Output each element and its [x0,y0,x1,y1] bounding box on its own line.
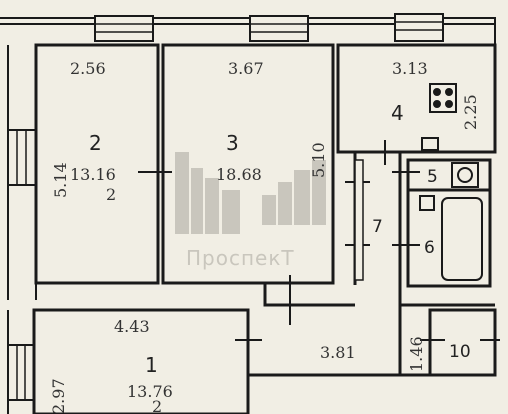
stove-icon [429,83,457,113]
dim-2-97: 2.97 [49,378,68,414]
dim-2-25: 2.25 [461,94,480,130]
bathtub-icon [441,197,483,281]
room-6-number: 6 [424,238,435,258]
dim-5-14: 5.14 [51,162,70,198]
room-7-number: 7 [372,217,383,237]
room-10-number: 10 [449,342,471,362]
room-3-number: 3 [226,131,239,155]
room-4-number: 4 [391,101,404,125]
room-1-number: 1 [145,353,158,377]
door-marks [138,140,500,341]
dim-4-43: 4.43 [114,317,150,336]
room-10-box [428,308,497,377]
window-top-2 [249,15,309,42]
window-top-3 [394,13,444,42]
sink-icon [421,137,439,151]
room-2-sub: 2 [106,185,116,204]
top-wall [0,13,496,45]
dim-3-67: 3.67 [228,59,264,78]
dim-3-81: 3.81 [320,343,356,362]
fixtures [419,83,483,281]
dim-1-46: 1.46 [407,336,426,372]
watermark-logo: ПроспекТ [175,152,326,270]
room-2-number: 2 [89,131,102,155]
dim-5-10: 5.10 [309,142,328,178]
dim-2-56: 2.56 [70,59,106,78]
window-top-1 [94,15,154,42]
room-2-area: 13.16 [70,165,116,184]
interior-walls [32,43,497,414]
washbasin-icon [419,195,435,211]
room-3-area: 18.68 [216,165,262,184]
room-labels: 2 13.16 2 3 18.68 4 5 6 7 10 1 13.76 2 [70,101,471,414]
dim-3-13: 3.13 [392,59,428,78]
watermark-text: ПроспекТ [186,246,295,270]
room-5-number: 5 [427,167,438,187]
dimension-labels: 2.56 3.67 3.13 2.25 5.14 5.10 4.43 3.81 … [49,59,480,414]
room-1-sub: 2 [152,397,162,414]
room-1-area: 13.76 [127,382,173,401]
room-6-box [406,188,492,288]
